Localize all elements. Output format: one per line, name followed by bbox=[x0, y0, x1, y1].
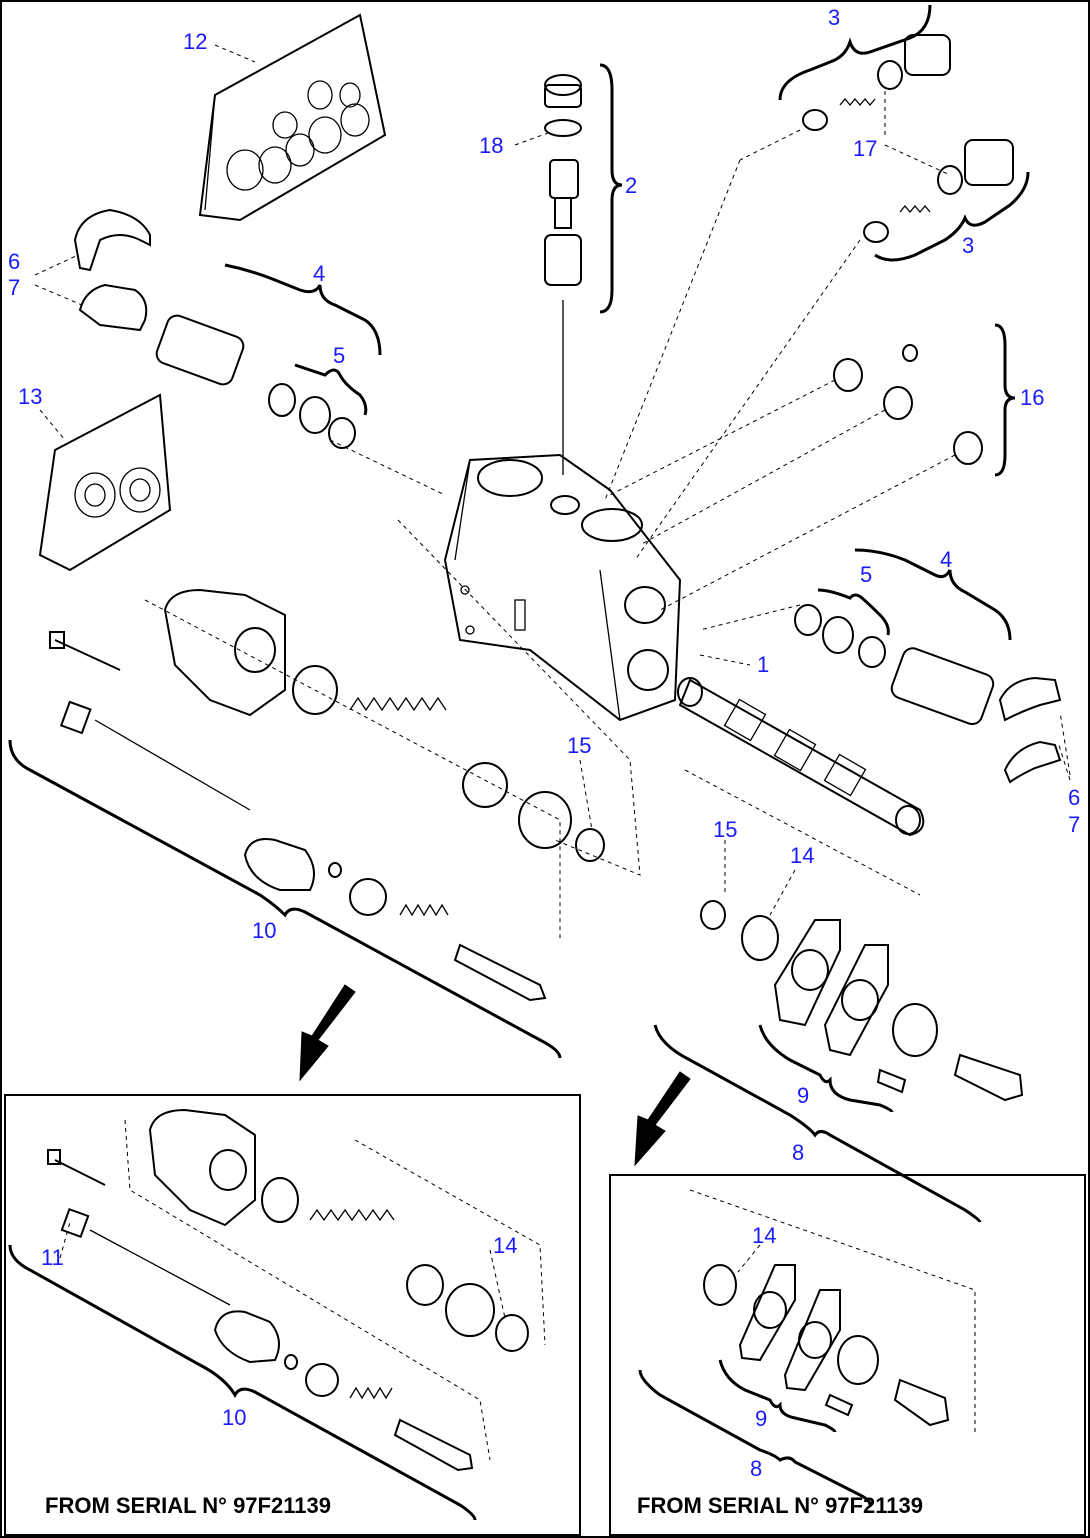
callout-4-right: 4 bbox=[940, 547, 952, 572]
callout-6-left: 6 bbox=[8, 249, 20, 274]
seal-kit-13 bbox=[38, 393, 172, 572]
callout-8-inset: 8 bbox=[750, 1456, 762, 1481]
callout-9-main: 9 bbox=[797, 1083, 809, 1108]
arrow-to-right-inset bbox=[634, 1071, 691, 1167]
callout-14-main: 14 bbox=[790, 843, 814, 868]
callouts: 1 2 3 3 4 4 5 5 6 7 6 7 8 8 9 9 10 10 11… bbox=[8, 5, 1080, 1481]
callout-3-upper: 3 bbox=[828, 5, 840, 30]
arrow-to-left-inset bbox=[299, 984, 356, 1082]
callout-8-main: 8 bbox=[792, 1140, 804, 1165]
spool-end-right bbox=[794, 548, 1062, 784]
leader-lines bbox=[34, 44, 1071, 916]
callout-12: 12 bbox=[183, 29, 207, 54]
callout-2: 2 bbox=[625, 173, 637, 198]
inset-left-caption: FROM SERIAL N° 97F21139 bbox=[45, 1493, 331, 1518]
callout-16: 16 bbox=[1020, 385, 1044, 410]
callout-3-lower: 3 bbox=[962, 233, 974, 258]
valve-body bbox=[443, 453, 682, 722]
seal-kit-12 bbox=[198, 13, 387, 222]
flange-assembly-main bbox=[653, 769, 1024, 1223]
callout-15-left: 15 bbox=[567, 733, 591, 758]
callout-10-inset: 10 bbox=[222, 1405, 246, 1430]
callout-7-right: 7 bbox=[1068, 812, 1080, 837]
callout-13: 13 bbox=[18, 384, 42, 409]
check-valve-3-upper bbox=[778, 4, 951, 131]
callout-17: 17 bbox=[853, 136, 877, 161]
spool-end-left bbox=[73, 208, 382, 449]
callout-11: 11 bbox=[41, 1245, 64, 1270]
solenoid-assembly-main bbox=[8, 519, 641, 1059]
callout-7-left: 7 bbox=[8, 275, 20, 300]
callout-5-right: 5 bbox=[860, 562, 872, 587]
callout-14-inset-right: 14 bbox=[752, 1223, 776, 1248]
callout-10-main: 10 bbox=[252, 918, 276, 943]
inset-left: FROM SERIAL N° 97F21139 bbox=[4, 1094, 581, 1536]
inset-right: FROM SERIAL N° 97F21139 bbox=[609, 1174, 1086, 1536]
callout-6-right: 6 bbox=[1068, 785, 1080, 810]
inset-right-caption: FROM SERIAL N° 97F21139 bbox=[637, 1493, 923, 1518]
callout-5-left: 5 bbox=[333, 343, 345, 368]
o-rings-16 bbox=[833, 323, 1016, 477]
callout-14-inset-left: 14 bbox=[493, 1233, 517, 1258]
check-valve-3-lower bbox=[863, 139, 1030, 262]
main-spool bbox=[677, 677, 925, 837]
callout-1: 1 bbox=[757, 652, 769, 677]
relief-valve-2 bbox=[544, 63, 623, 475]
callout-9-inset: 9 bbox=[755, 1406, 767, 1431]
callout-18: 18 bbox=[479, 133, 503, 158]
callout-15-right: 15 bbox=[713, 817, 737, 842]
callout-4-left: 4 bbox=[313, 261, 325, 286]
